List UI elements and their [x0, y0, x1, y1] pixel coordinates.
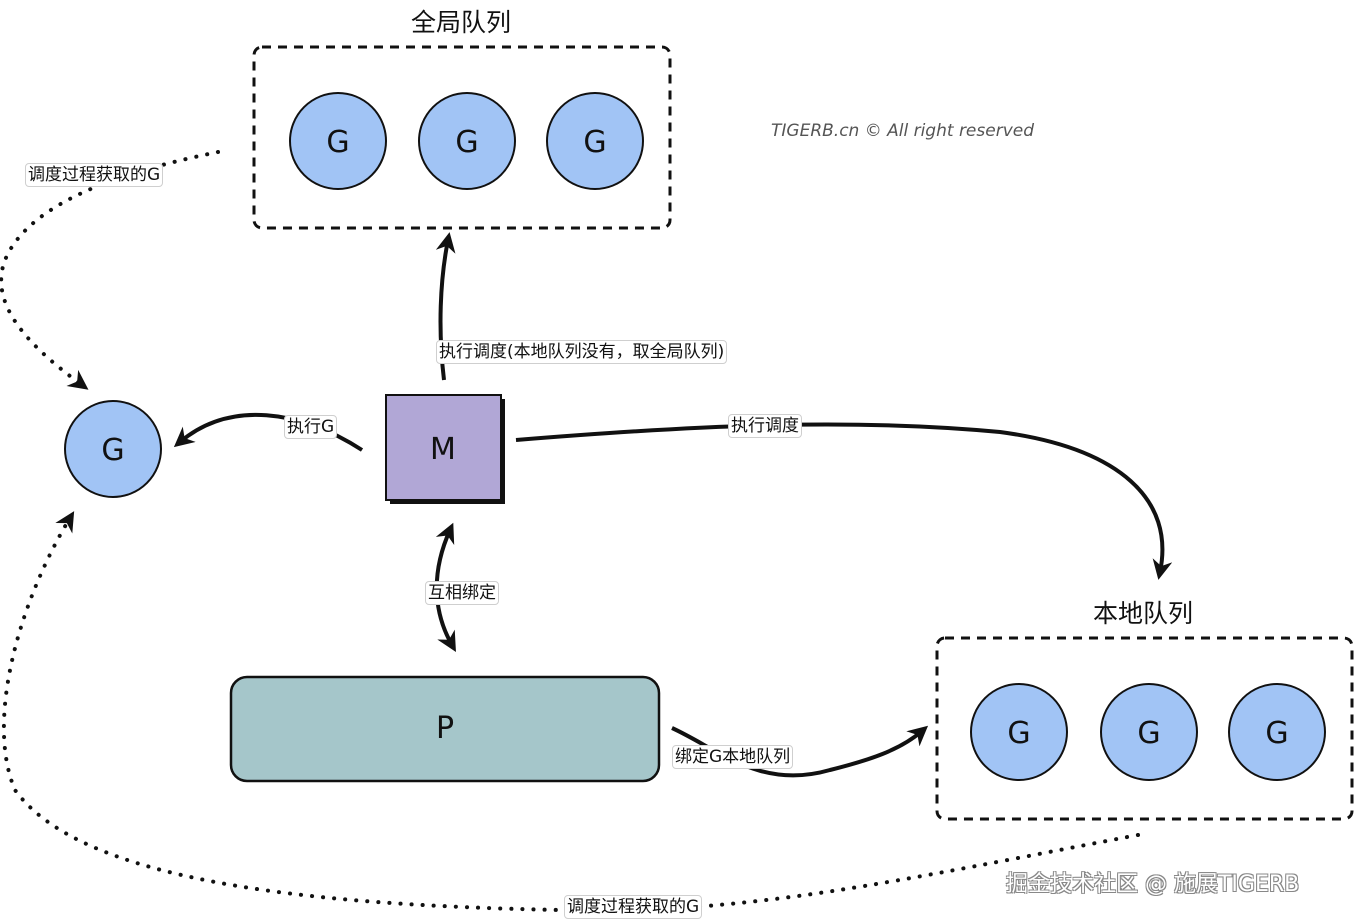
g-label: G: [1007, 716, 1030, 751]
local-queue-g-1[interactable]: G: [970, 683, 1068, 781]
edge-label-schedule-global: 执行调度(本地队列没有，取全局队列): [436, 340, 728, 364]
global-queue-g-3[interactable]: G: [546, 92, 644, 190]
g-label: G: [326, 125, 349, 160]
edge-label-schedule-local: 执行调度: [728, 414, 802, 438]
edge-label-steal-top: 调度过程获取的G: [25, 163, 164, 187]
g-label: G: [455, 125, 478, 160]
local-queue-box: [935, 636, 1354, 821]
g-label: G: [583, 125, 606, 160]
local-queue-g-2[interactable]: G: [1100, 683, 1198, 781]
global-queue-g-1[interactable]: G: [289, 92, 387, 190]
local-queue-g-3[interactable]: G: [1228, 683, 1326, 781]
p-label: P: [436, 711, 454, 746]
m-label: M: [430, 432, 456, 467]
global-queue-title: 全局队列: [411, 8, 512, 37]
m-node[interactable]: M: [385, 394, 505, 504]
edge-label-run-g: 执行G: [284, 415, 338, 439]
g-label: G: [101, 433, 124, 468]
global-queue-g-2[interactable]: G: [418, 92, 516, 190]
edge-steal-bottom: [1, 511, 1140, 913]
edge-label-steal-bottom: 调度过程获取的G: [564, 895, 703, 919]
copyright-text: TIGERB.cn © All right reserved: [771, 121, 1035, 141]
global-queue-box: [252, 45, 672, 230]
watermark-text: 掘金技术社区 @ 施展TIGERB: [1006, 872, 1300, 897]
p-node[interactable]: P: [229, 675, 661, 783]
edge-label-mutual-bind: 互相绑定: [425, 581, 499, 605]
local-queue-title: 本地队列: [1093, 599, 1194, 628]
g-label: G: [1265, 716, 1288, 751]
edge-m-to-local-queue: [515, 422, 1173, 580]
running-g-node[interactable]: G: [64, 400, 162, 498]
edge-m-to-running-g: [173, 412, 364, 452]
g-label: G: [1137, 716, 1160, 751]
edge-label-bind-local-queue: 绑定G本地队列: [672, 745, 794, 769]
